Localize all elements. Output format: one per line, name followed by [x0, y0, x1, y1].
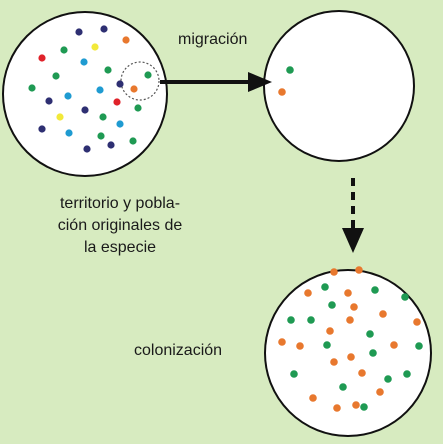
colonized-territory-circle — [264, 269, 432, 437]
colonized-population-dot — [323, 341, 331, 349]
original-population-dot — [130, 85, 138, 93]
colonized-population-dot — [344, 289, 352, 297]
colonized-population-dot — [326, 327, 334, 335]
colonized-population-dot — [304, 289, 312, 297]
colonized-population-dot — [350, 303, 358, 311]
colonized-population-dot — [371, 286, 379, 294]
original-population-dot — [116, 80, 124, 88]
colonized-population-dot — [346, 316, 354, 324]
colonized-population-dot — [355, 266, 363, 274]
original-population-dot — [60, 46, 68, 54]
colonized-population-dot — [352, 401, 360, 409]
original-population-dot — [96, 86, 104, 94]
original-population-dot — [144, 71, 152, 79]
original-population-dot — [134, 104, 142, 112]
original-population-dot — [100, 25, 108, 33]
original-population-dot — [122, 36, 130, 44]
colonized-population-dot — [339, 383, 347, 391]
colonized-population-dot — [287, 316, 295, 324]
migrant-dot — [278, 88, 286, 96]
colonized-population-dot — [376, 388, 384, 396]
migration-territory-circle — [263, 10, 415, 162]
original-population-dot — [65, 129, 73, 137]
colonized-population-dot — [330, 268, 338, 276]
colonized-population-dot — [278, 338, 286, 346]
original-population-dot — [38, 125, 46, 133]
colonization-label: colonización — [134, 342, 223, 359]
colonized-population-dot — [360, 403, 368, 411]
migrant-dot — [286, 66, 294, 74]
colonized-population-dot — [413, 318, 421, 326]
colonized-population-dot — [379, 310, 387, 318]
original-population-dot — [56, 113, 64, 121]
original-population-dot — [99, 113, 107, 121]
original-population-dot — [116, 120, 124, 128]
colonized-population-dot — [330, 358, 338, 366]
migration-arrowhead — [248, 72, 272, 92]
original-label-line-2: ción originales de — [57, 217, 183, 234]
original-territory-circle — [2, 11, 168, 177]
colonized-population-dot — [369, 349, 377, 357]
original-population-dot — [129, 137, 137, 145]
original-population-dot — [81, 106, 89, 114]
original-territory-label: territorio y pobla- ción originales de l… — [40, 193, 200, 259]
original-population-dot — [52, 72, 60, 80]
colonized-population-dot — [290, 370, 298, 378]
original-population-dot — [38, 54, 46, 62]
colonized-population-dot — [390, 341, 398, 349]
original-population-dot — [91, 43, 99, 51]
original-population-dot — [75, 28, 83, 36]
original-label-line-1: territorio y pobla- — [59, 195, 181, 212]
original-population-dot — [107, 141, 115, 149]
original-population-dot — [64, 92, 72, 100]
colonized-population-dot — [321, 283, 329, 291]
migration-label: migración — [178, 31, 248, 48]
original-population-dot — [83, 145, 91, 153]
original-population-dot — [113, 98, 121, 106]
colonized-population-dot — [366, 330, 374, 338]
colonized-population-dot — [358, 369, 366, 377]
colonization-arrowhead — [342, 228, 364, 253]
original-population-dot — [28, 84, 36, 92]
colonized-population-dot — [347, 353, 355, 361]
colonized-population-dot — [415, 342, 423, 350]
colonized-population-dot — [403, 370, 411, 378]
colonized-population-dot — [328, 301, 336, 309]
colonized-population-dot — [401, 293, 409, 301]
colonized-population-dot — [384, 375, 392, 383]
original-population-dot — [97, 132, 105, 140]
colonized-population-dot — [307, 316, 315, 324]
colonized-population-dot — [333, 404, 341, 412]
original-population-dot — [45, 97, 53, 105]
colonized-population-dot — [309, 394, 317, 402]
original-label-line-3: la especie — [83, 239, 157, 256]
original-population-dot — [104, 66, 112, 74]
migrant-group-dashed-circle — [120, 61, 160, 101]
original-population-dot — [80, 58, 88, 66]
colonized-population-dot — [296, 342, 304, 350]
